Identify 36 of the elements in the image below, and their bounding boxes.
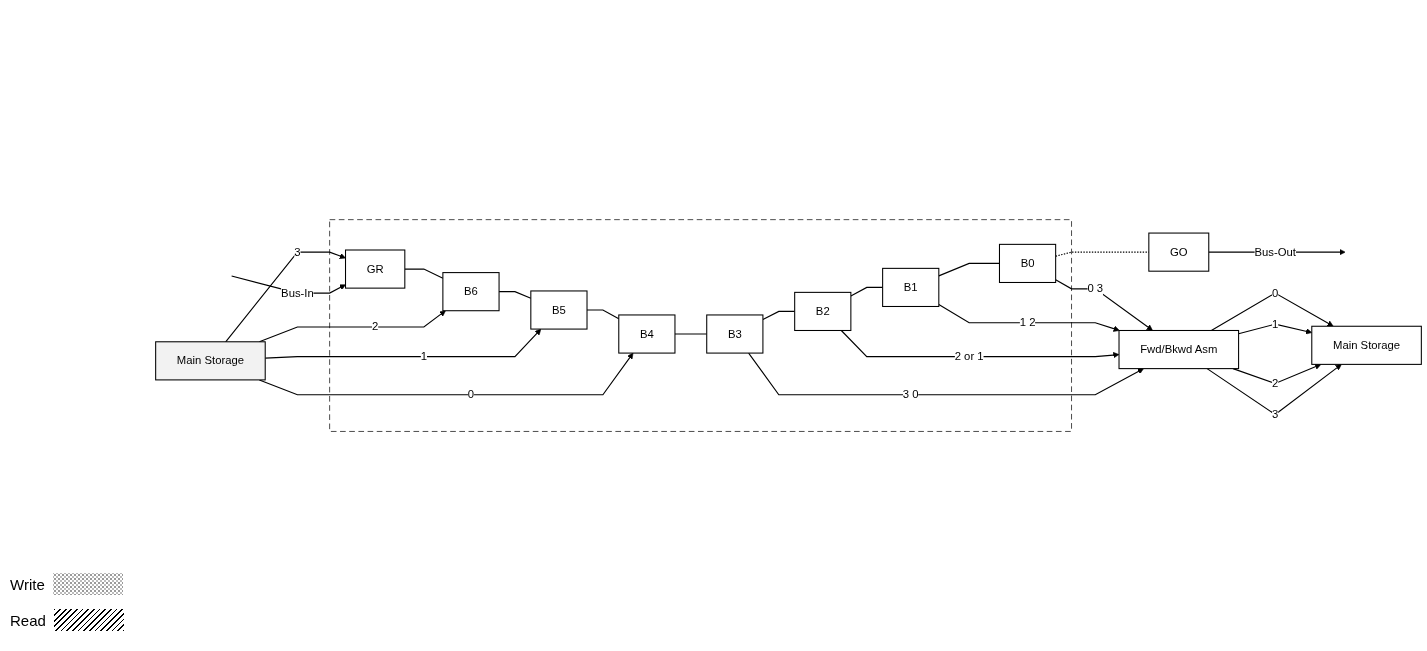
- edge-label: 1 2: [1019, 316, 1036, 329]
- arrow: [1210, 292, 1334, 331]
- arrow: [938, 303, 1120, 332]
- legend-label: Write: [10, 575, 45, 593]
- edge-label: 0: [467, 388, 475, 401]
- arrow: [748, 352, 1144, 396]
- node-box: GR: [345, 249, 406, 289]
- node-box: B1: [882, 267, 940, 307]
- edge-label: Bus-In: [281, 286, 314, 299]
- node-box: B3: [706, 314, 764, 354]
- node-box: B6: [442, 272, 500, 312]
- edge-label: 2: [1272, 377, 1279, 390]
- legend-label: Read: [10, 611, 46, 629]
- edge-label: 2: [372, 320, 379, 333]
- node-box: Main Storage: [155, 341, 266, 381]
- edge-label: 0: [1272, 286, 1279, 299]
- arrow: [1206, 364, 1342, 416]
- edge-label: 0 3: [1087, 282, 1104, 295]
- arrow: [1232, 363, 1322, 384]
- node-box: B0: [998, 243, 1057, 283]
- edge-label: 2 or 1: [954, 350, 984, 363]
- edge-label: Bus-Out: [1254, 245, 1296, 258]
- edge-label: 1: [420, 350, 427, 363]
- cluster: [329, 219, 1072, 432]
- arrow: [1055, 279, 1153, 331]
- node-box: Fwd/Bkwd Asm: [1118, 329, 1240, 370]
- node-box: Main Storage: [1311, 325, 1422, 365]
- arrow: [840, 329, 1120, 359]
- edge-label: 3 0: [902, 388, 919, 401]
- node-box: GO: [1148, 232, 1210, 272]
- node-box: B2: [794, 291, 852, 331]
- edge-label: 3: [1272, 408, 1279, 421]
- edge-label: 3: [294, 245, 301, 258]
- node-box: B5: [530, 290, 588, 330]
- edge-label: 1: [1272, 317, 1279, 330]
- node-box: B4: [618, 314, 676, 354]
